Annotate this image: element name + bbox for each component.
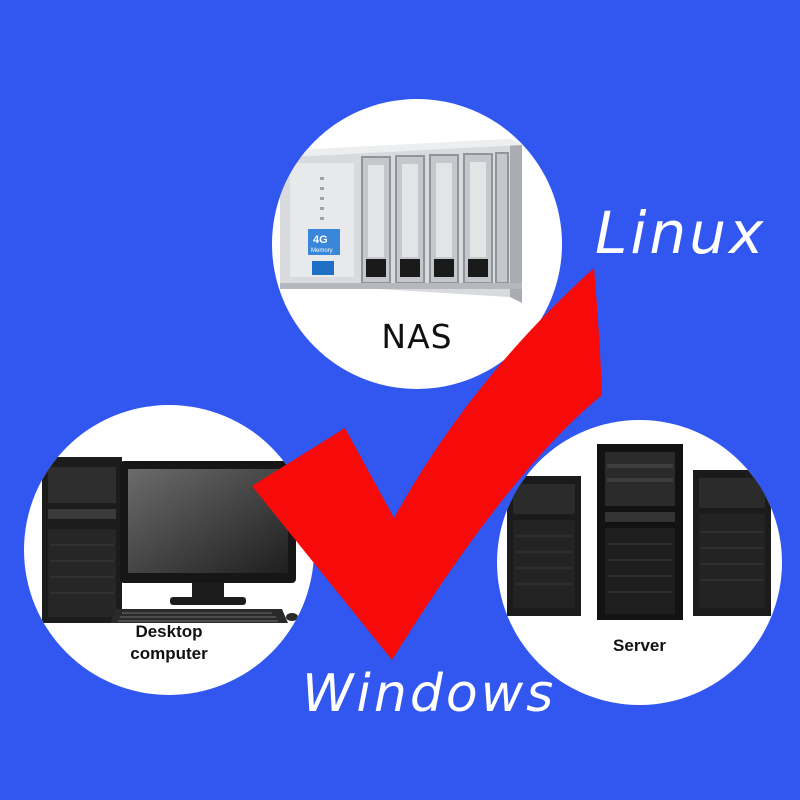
desktop-computer-icon (42, 457, 298, 623)
server-label: Server (613, 636, 666, 655)
desktop-label-line2: computer (130, 644, 208, 663)
desktop-label-line1: Desktop (135, 622, 203, 641)
server-tower-icon (507, 444, 771, 620)
server-circle: Server (497, 420, 782, 705)
nas-device-icon: 4G Memory (280, 139, 522, 303)
memory-size-text: 4G (313, 234, 328, 246)
desktop-label: Desktop computer (24, 621, 314, 665)
windows-label: Windows (302, 664, 557, 724)
nas-circle: 4G Memory NAS (272, 99, 562, 389)
desktop-circle: Desktop computer (24, 405, 314, 695)
linux-label: Linux (595, 199, 767, 267)
nas-label: NAS (381, 317, 453, 356)
memory-label-text: Memory (311, 248, 333, 254)
